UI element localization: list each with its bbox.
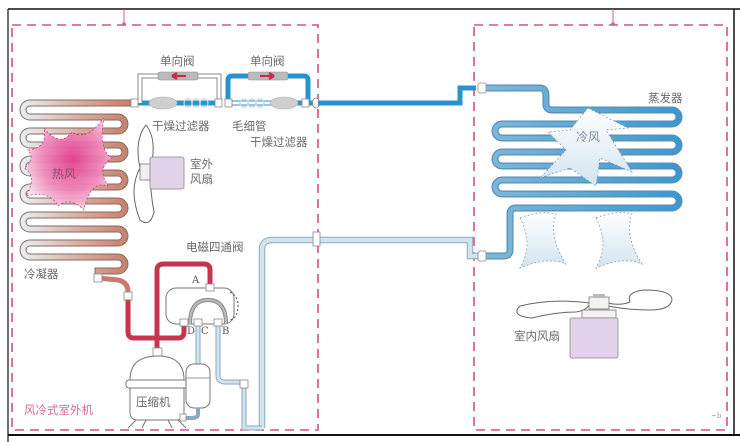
suction-line xyxy=(258,236,486,428)
port-d-label: D xyxy=(187,326,195,337)
liquid-line-connecting xyxy=(318,85,476,106)
discharge-pipe xyxy=(154,261,213,352)
port-b-pipe-inner xyxy=(216,324,262,430)
pipe-joints-top xyxy=(130,97,320,109)
outdoor-unit-label: 风冷式室外机 xyxy=(24,403,93,417)
port-c-label: C xyxy=(201,326,209,337)
check-valve-1: 单向阀 xyxy=(157,54,199,81)
condenser-coil xyxy=(19,99,139,282)
outdoor-leader-dot xyxy=(122,22,126,26)
condenser-label: 冷凝器 xyxy=(24,267,59,281)
condenser-outlet-pipe xyxy=(97,275,131,300)
outdoor-unit-boundary xyxy=(11,24,319,431)
outdoor-fan-label-line2: 风扇 xyxy=(190,172,213,186)
evaporator-coil xyxy=(486,84,683,260)
indoor-fan-label: 室内风扇 xyxy=(514,329,560,343)
suction-joint-indoor xyxy=(477,250,487,262)
hot-air-label: 热风 xyxy=(52,167,76,181)
indoor-fan-motor xyxy=(569,317,619,359)
pipe-joint xyxy=(93,273,103,283)
check-valve-2-label: 单向阀 xyxy=(250,54,285,68)
compressor-label: 压缩机 xyxy=(136,395,171,409)
capillary-tube-label: 毛细管 xyxy=(232,119,267,133)
port-d-pipe xyxy=(125,300,187,341)
cold-air-label: 冷风 xyxy=(576,130,600,144)
pipe-joint xyxy=(123,291,133,301)
drying-filter-1 xyxy=(148,96,178,110)
indoor-liquid-joint xyxy=(477,82,487,94)
outdoor-fan-label-line1: 室外 xyxy=(190,157,213,171)
valve-port-joints xyxy=(179,283,249,389)
port-a-label: A xyxy=(191,275,200,286)
port-b-pipe xyxy=(215,324,262,431)
evaporator-label: 蒸发器 xyxy=(648,91,683,105)
drying-filter-1-label: 干燥过滤器 xyxy=(152,119,210,133)
four-way-valve: 电磁四通阀 xyxy=(165,240,244,325)
four-way-valve-label: 电磁四通阀 xyxy=(186,240,244,254)
hot-air-flow: 热风 xyxy=(23,117,113,211)
suction-joint-outdoor xyxy=(312,231,321,247)
indoor-unit-boundary xyxy=(473,24,728,431)
capillary-coil-2 xyxy=(239,98,265,108)
drying-filter-2 xyxy=(269,96,299,110)
cold-air-flow xyxy=(519,107,644,269)
check-valve-1-label: 单向阀 xyxy=(160,54,195,68)
indoor-leader-dot xyxy=(611,22,615,26)
outdoor-fan-motor xyxy=(149,156,185,190)
check-valve-2: 单向阀 xyxy=(247,54,289,81)
watermark-mark: ~b xyxy=(711,412,722,420)
capillary-coil-1 xyxy=(183,98,209,108)
port-b-label: B xyxy=(222,326,229,337)
outdoor-fan: 室外 风扇 xyxy=(133,124,213,224)
indoor-fan: 室内风扇 xyxy=(514,289,673,359)
compressor: 压缩机 xyxy=(125,347,189,429)
accumulator xyxy=(179,363,211,422)
drying-filter-2-label: 干燥过滤器 xyxy=(250,135,308,149)
